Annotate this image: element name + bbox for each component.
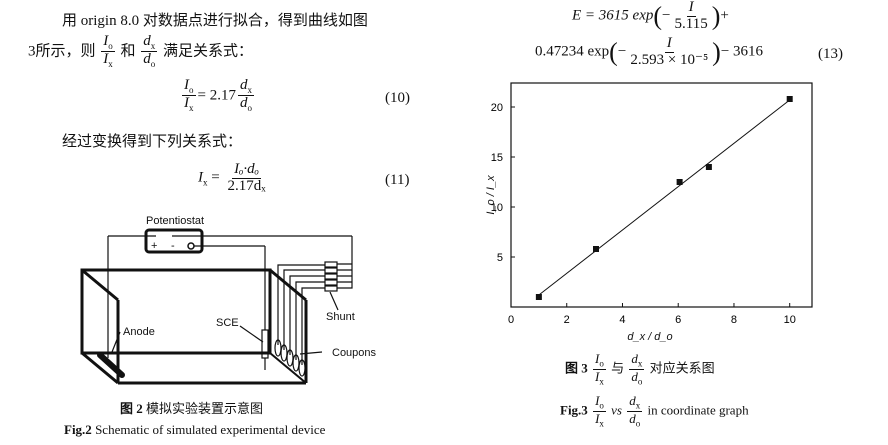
text: 和 <box>120 43 136 60</box>
x-tick-label: 4 <box>619 314 625 326</box>
equation-number-11: (11) <box>385 172 410 188</box>
fit-line <box>538 99 791 296</box>
y-tick-label: 10 <box>491 202 503 214</box>
fig2-caption-en: Fig.2 Schematic of simulated experimenta… <box>64 422 326 437</box>
plot-frame <box>510 82 813 308</box>
x-tick-label: 0 <box>508 314 514 326</box>
text: 满足关系式： <box>163 43 254 60</box>
equation-number-13: (13) <box>818 46 843 62</box>
label-potentiostat: Potentiostat <box>146 215 204 227</box>
x-tick-label: 6 <box>675 314 681 326</box>
x-axis-label: d_x / d_o <box>627 331 672 343</box>
eq12-lhs: E = 3615 exp <box>572 7 654 24</box>
x-tick-label: 10 <box>784 314 796 326</box>
data-point <box>786 96 793 102</box>
x-tick-label: 8 <box>731 314 737 326</box>
paragraph-line-1: 用 origin 8.0 对数据点进行拟合，得到曲线如图 <box>62 13 368 29</box>
y-axis-label: I_o / I_x <box>485 175 497 215</box>
data-point <box>705 164 712 170</box>
label-shunt: Shunt <box>326 311 355 323</box>
data-point <box>535 294 542 300</box>
data-point <box>676 179 683 185</box>
label-coupons: Coupons <box>332 347 377 359</box>
label-minus: - <box>171 240 175 252</box>
experimental-device-schematic: Potentiostat + - Anode SCE Shunt Coupons <box>80 215 377 385</box>
label-anode: Anode <box>123 326 155 338</box>
text: 3所示，则 <box>28 43 96 60</box>
paragraph-2: 经过变换得到下列关系式： <box>62 134 243 150</box>
fig2-caption-cn: 图 2 模拟实验装置示意图 <box>120 401 264 416</box>
equation-number-10: (10) <box>385 90 410 106</box>
y-tick-label: 5 <box>497 252 503 264</box>
data-point <box>593 246 600 252</box>
x-tick-label: 2 <box>564 314 570 326</box>
label-sce: SCE <box>216 317 239 329</box>
y-tick-label: 15 <box>491 152 503 164</box>
label-plus: + <box>151 240 157 252</box>
y-tick-label: 20 <box>491 102 503 114</box>
